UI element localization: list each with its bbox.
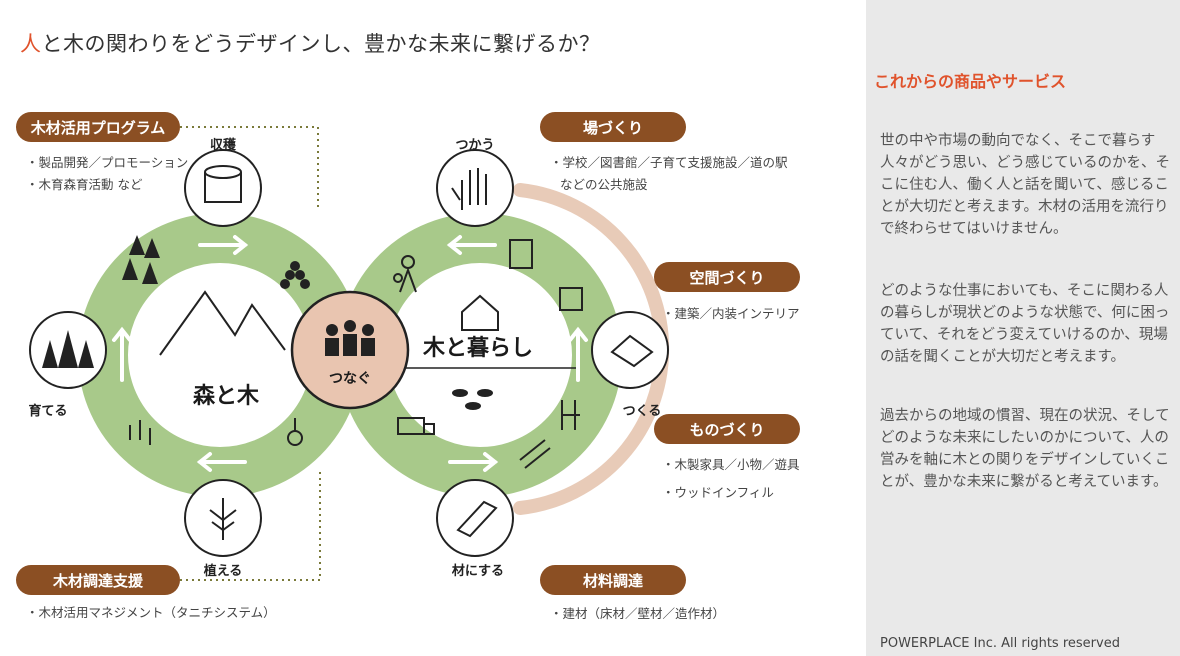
sidebar-paragraph-3: 過去からの地域の慣習、現在の状況、そしてどのような未来にしたいのかについて、人の…	[880, 405, 1170, 493]
pill-place: 場づくり	[540, 112, 686, 142]
house-icon	[462, 296, 498, 330]
pill-timber-program: 木材活用プログラム	[16, 112, 180, 142]
stage-label-harvest: 収穫	[210, 134, 236, 153]
infinity-diagram	[0, 0, 866, 656]
pill-space: 空間づくり	[654, 262, 800, 292]
note-timber-program-2: ・木育森育活動 など	[26, 174, 142, 196]
stage-label-grow: 育てる	[28, 400, 67, 419]
note-place-1: ・学校／図書館／子育て支援施設／道の駅	[550, 152, 788, 174]
mountain-icon	[160, 292, 285, 355]
stage-label-plant: 植える	[204, 560, 243, 579]
stump-icon	[205, 166, 241, 202]
fish-icon	[452, 389, 493, 410]
stage-label-make: つくる	[623, 400, 662, 419]
sidebar-paragraph-2: どのような仕事においても、そこに関わる人の暮らしが現状どのような状態で、何に困っ…	[880, 280, 1170, 368]
people-icon	[325, 320, 375, 356]
note-space-1: ・建築／内装インテリア	[662, 303, 800, 325]
pill-timber-supply: 木材調達支援	[16, 565, 180, 595]
note-timber-program-1: ・製品開発／プロモーション	[26, 152, 188, 174]
sidebar-paragraph-1: 世の中や市場の動向でなく、そこで暮らす人々がどう思い、どう感じているのかを、そこ…	[880, 130, 1170, 240]
note-material-1: ・建材（床材／壁材／造作材）	[550, 603, 725, 625]
left-center-label: 森と木	[193, 378, 259, 410]
stage-label-use: つかう	[455, 134, 494, 153]
pill-material: 材料調達	[540, 565, 686, 595]
sidebar-heading: これからの商品やサービス	[874, 68, 1066, 92]
note-place-2: などの公共施設	[560, 174, 648, 196]
copyright-text: POWERPLACE Inc. All rights reserved	[880, 636, 1120, 651]
use-circle	[437, 150, 513, 226]
stage-label-material: 材にする	[452, 560, 504, 579]
note-timber-supply-1: ・木材活用マネジメント（タニチシステム）	[26, 602, 276, 624]
connect-label: つなぐ	[329, 368, 371, 388]
right-center-label: 木と暮らし	[423, 330, 533, 362]
note-monozukuri-1: ・木製家具／小物／遊具	[662, 454, 800, 476]
note-monozukuri-2: ・ウッドインフィル	[662, 482, 774, 504]
pill-monozukuri: ものづくり	[654, 414, 800, 444]
